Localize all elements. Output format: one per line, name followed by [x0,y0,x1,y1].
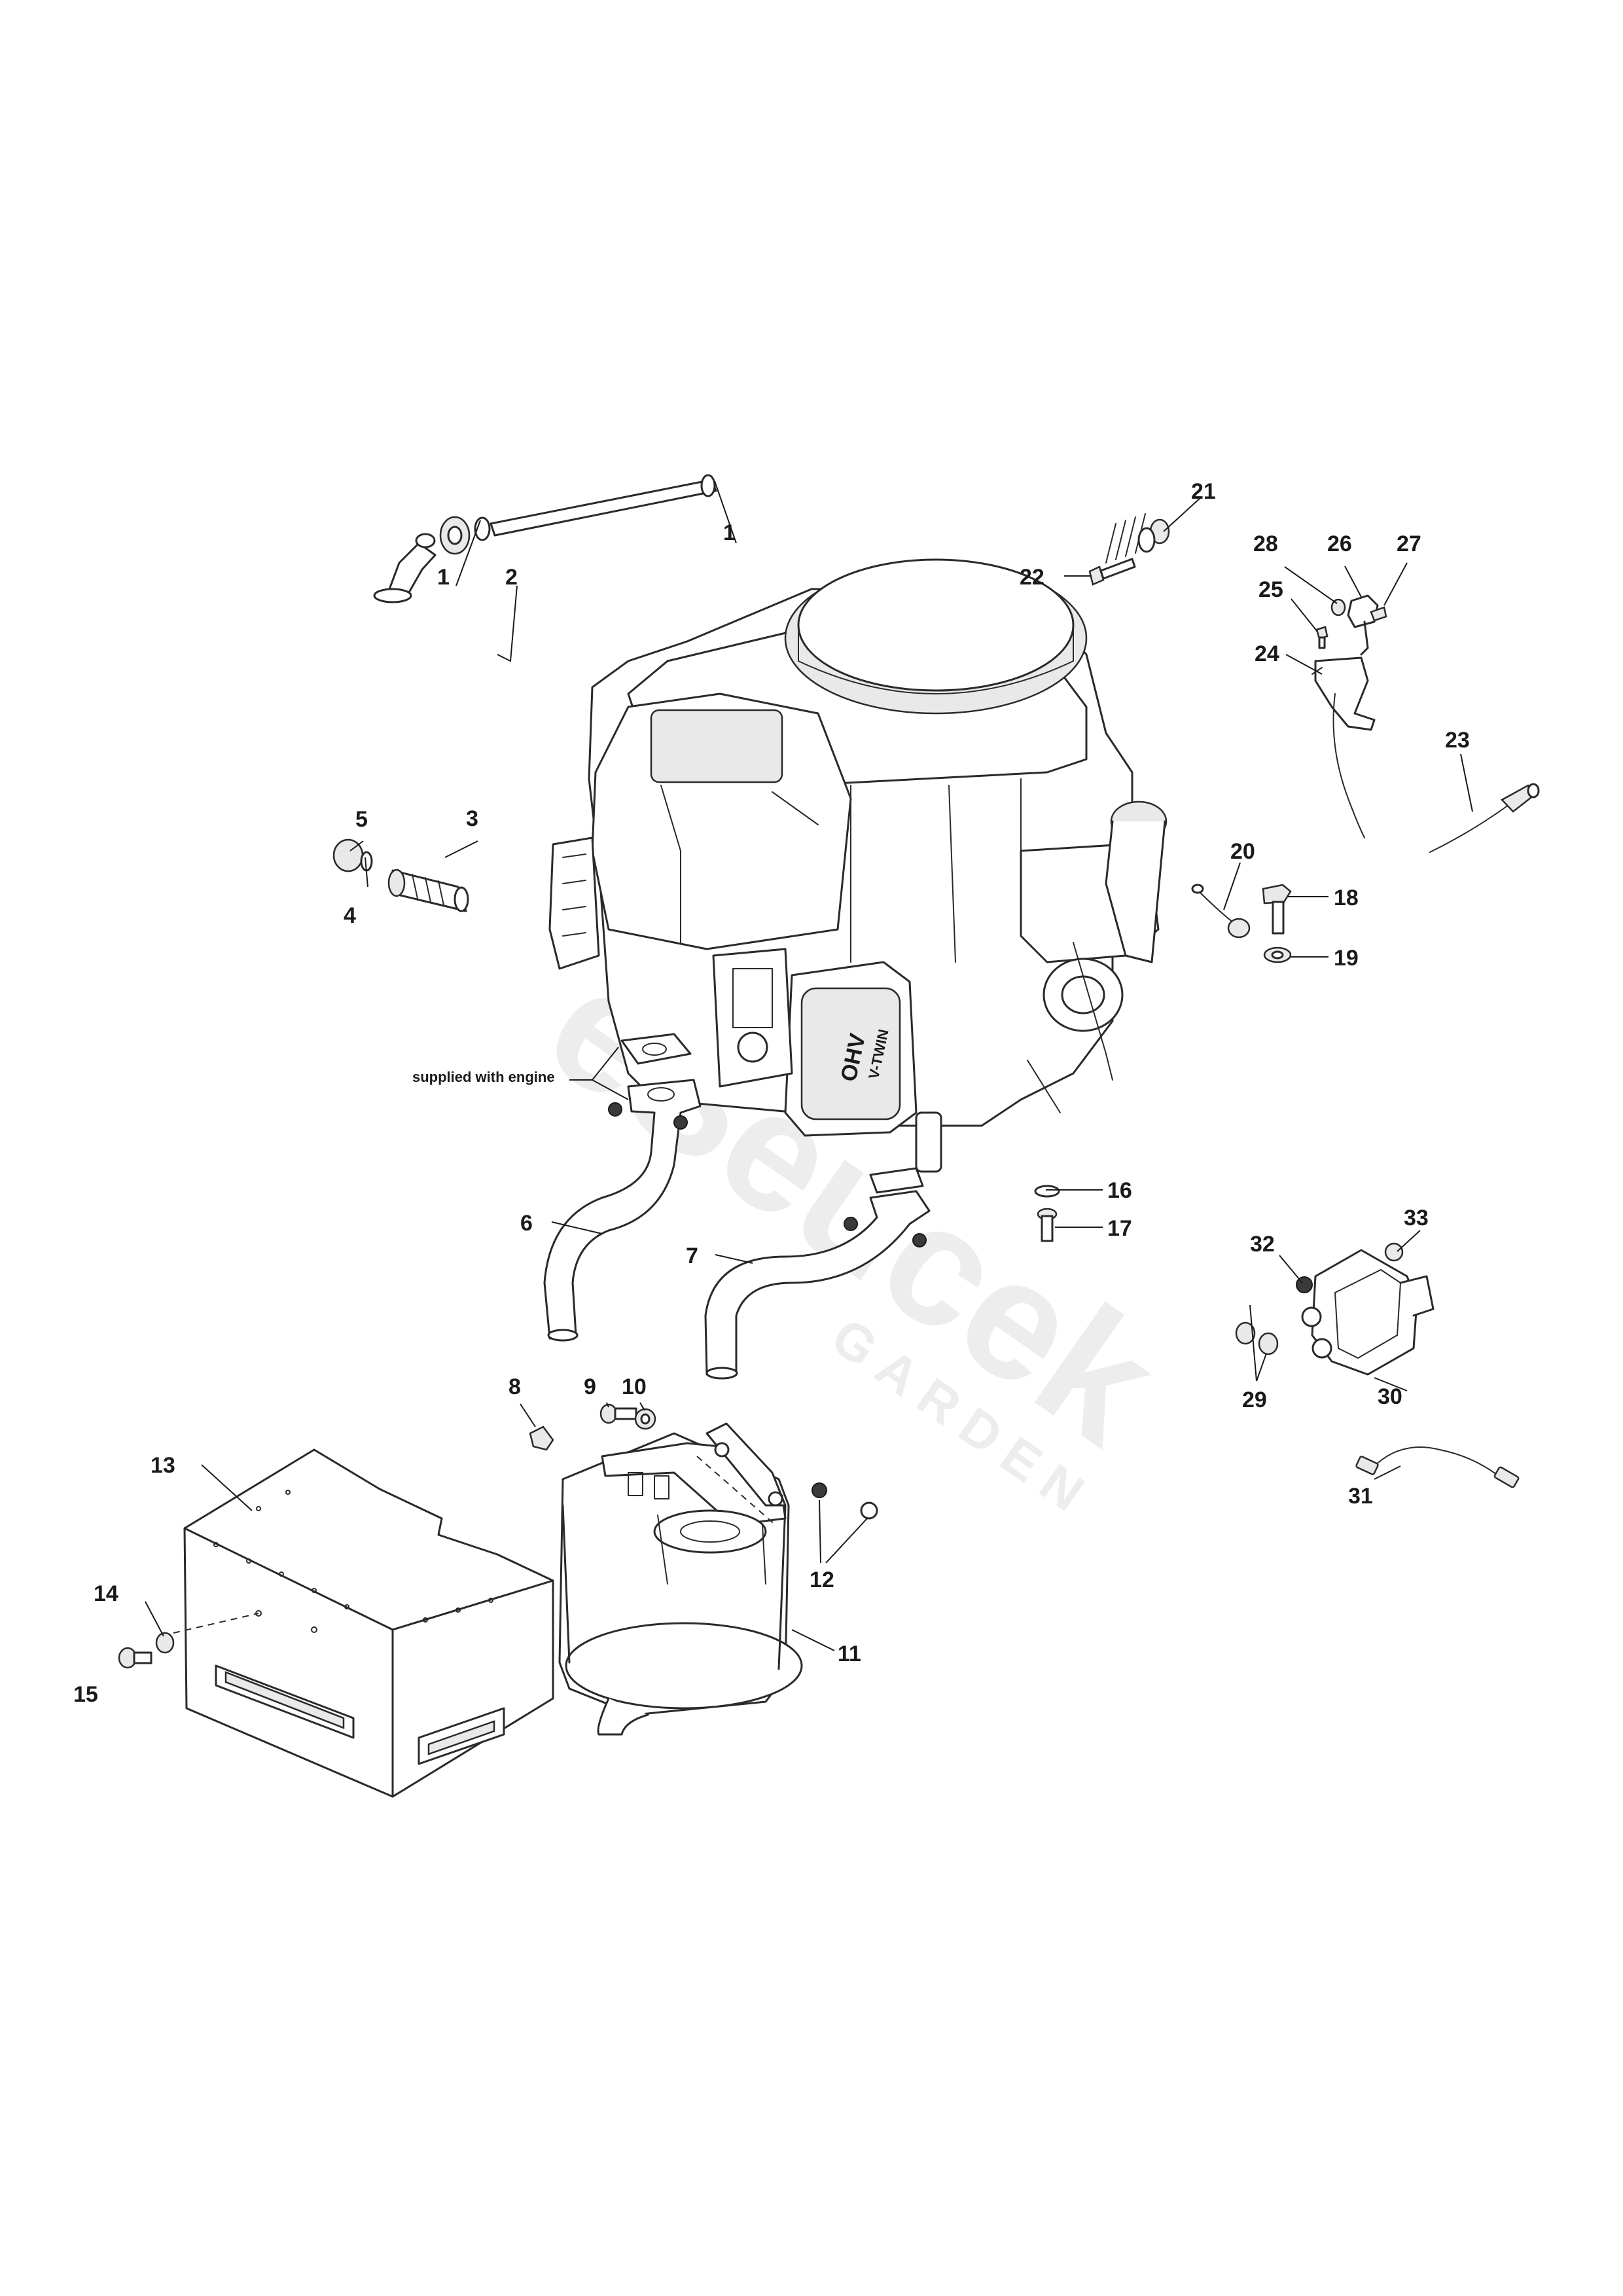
leader-lines [145,480,1473,1651]
bolt-22 [1088,565,1105,586]
nut-29b [1258,1332,1279,1355]
cable-clamp-26 [1347,594,1379,628]
callout-8: 8 [508,1374,521,1399]
callout-1a: 1 [723,520,736,545]
callout-26: 26 [1327,531,1352,556]
callouts: 1 1 2 3 4 5 6 7 8 9 10 11 12 13 14 15 16… [73,479,1470,1707]
callout-33: 33 [1404,1206,1429,1230]
callout-30: 30 [1378,1384,1402,1409]
wire-clip-assembly [1088,513,1170,586]
callout-31: 31 [1348,1484,1373,1509]
washer-14 [155,1632,175,1654]
callout-2: 2 [505,565,518,590]
callout-10: 10 [622,1374,647,1399]
muffler-11 [558,1422,803,1736]
exhaust-nut-6a [608,1102,622,1117]
breather-hose [490,478,717,537]
ohv-badge [800,987,901,1121]
callout-23: 23 [1445,728,1470,753]
throttle-control [1311,594,1387,838]
callout-6: 6 [520,1211,533,1236]
callout-7: 7 [686,1244,698,1268]
callout-15: 15 [73,1682,98,1707]
bolt-15 [118,1647,152,1669]
bolt-18 [1262,884,1292,935]
callout-5: 5 [355,807,368,832]
hose-clamp-right [700,474,716,497]
bolt-17 [1034,1185,1060,1242]
bolt-9 [599,1403,637,1424]
exhaust-pipe-right [704,1167,931,1380]
screw-25 [1315,626,1329,640]
callout-32: 32 [1250,1232,1275,1257]
callout-27: 27 [1397,531,1421,556]
callout-21: 21 [1191,479,1216,504]
callout-18: 18 [1334,886,1359,910]
callout-19: 19 [1334,946,1359,971]
callout-11: 11 [838,1641,861,1666]
engine: OHV V-TWIN [548,558,1168,1173]
solenoid-30 [1296,1249,1435,1376]
exhaust-gasket-right [869,1167,924,1194]
callout-3: 3 [466,806,478,831]
exhaust-nut-6b [673,1115,688,1130]
nut-29a [1235,1321,1256,1345]
supplied-with-engine-note: supplied with engine [412,1069,555,1085]
callout-12: 12 [810,1568,834,1592]
callout-16: 16 [1107,1178,1132,1203]
callout-17: 17 [1107,1216,1132,1241]
terminal-nut-33 [1384,1242,1404,1262]
callout-20: 20 [1230,839,1255,864]
exhaust-gasket [620,1033,692,1065]
speed-nut-8 [529,1426,554,1451]
callout-28: 28 [1253,531,1278,556]
callout-1b: 1 [437,565,450,590]
heat-shield-13 [183,1448,554,1798]
washer-28 [1330,598,1346,617]
ground-wire-20 [1191,884,1251,939]
throttle-lever-24 [1314,656,1376,731]
drain-fitting [332,838,469,912]
nut-12a [812,1482,827,1498]
wire-harness-31 [1355,1446,1520,1488]
exhaust-nut-7b [912,1233,927,1247]
callout-14: 14 [94,1581,118,1606]
callout-24: 24 [1255,641,1279,666]
nut-12b [860,1501,878,1520]
callout-29: 29 [1242,1388,1267,1412]
exhaust-pipe-left [543,1079,702,1342]
washer-16 [1034,1185,1060,1198]
callout-9: 9 [584,1374,596,1399]
callout-4: 4 [344,903,356,928]
exhaust-nut-7a [844,1217,858,1231]
screw-27 [1370,606,1387,622]
breather-hose-assembly [373,474,717,603]
callout-13: 13 [151,1453,175,1478]
throttle-cable-23 [1429,783,1540,853]
callout-25: 25 [1258,577,1283,602]
callout-22: 22 [1020,565,1044,590]
